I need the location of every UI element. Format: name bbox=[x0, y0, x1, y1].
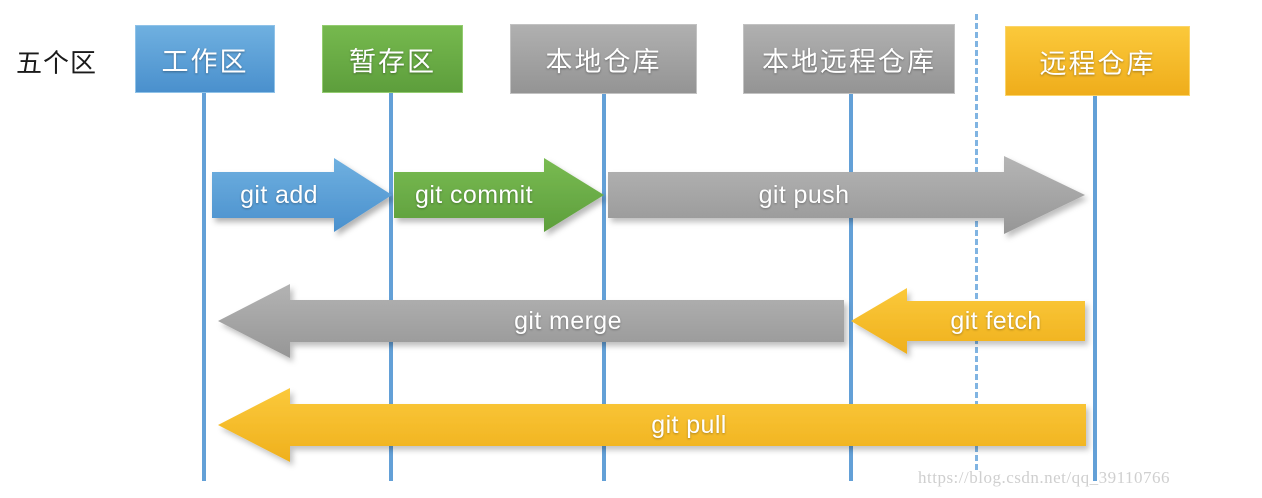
node-workspace-label: 工作区 bbox=[161, 46, 249, 77]
node-local-repo[interactable]: 本地仓库 bbox=[510, 24, 697, 94]
node-remote-repo-label: 远程仓库 bbox=[1039, 48, 1156, 79]
node-remote-repo[interactable]: 远程仓库 bbox=[1005, 26, 1190, 96]
node-staging-label: 暂存区 bbox=[349, 46, 436, 77]
node-local-repo-label: 本地仓库 bbox=[545, 46, 662, 77]
local-remote-divider bbox=[975, 14, 978, 470]
node-local-remote-repo-label: 本地远程仓库 bbox=[762, 46, 936, 77]
node-local-remote-repo[interactable]: 本地远程仓库 bbox=[743, 24, 955, 94]
arrow-git-fetch[interactable]: git fetch bbox=[849, 286, 1087, 356]
lifeline-staging bbox=[389, 93, 393, 481]
arrow-git-add[interactable]: git add bbox=[210, 155, 394, 235]
diagram-caption: 五个区 bbox=[16, 48, 98, 78]
watermark-text: https://blog.csdn.net/qq_39110766 bbox=[918, 468, 1170, 487]
arrow-git-push[interactable]: git push bbox=[606, 152, 1088, 238]
node-workspace[interactable]: 工作区 bbox=[135, 25, 275, 93]
lifeline-local-remote-repo bbox=[849, 94, 853, 481]
arrow-git-merge[interactable]: git merge bbox=[216, 282, 846, 360]
lifeline-remote-repo bbox=[1093, 96, 1097, 481]
arrow-git-commit[interactable]: git commit bbox=[392, 155, 606, 235]
lifeline-workspace bbox=[202, 93, 206, 481]
arrow-git-pull[interactable]: git pull bbox=[216, 386, 1088, 464]
node-staging[interactable]: 暂存区 bbox=[322, 25, 463, 93]
lifeline-local-repo bbox=[602, 94, 606, 481]
